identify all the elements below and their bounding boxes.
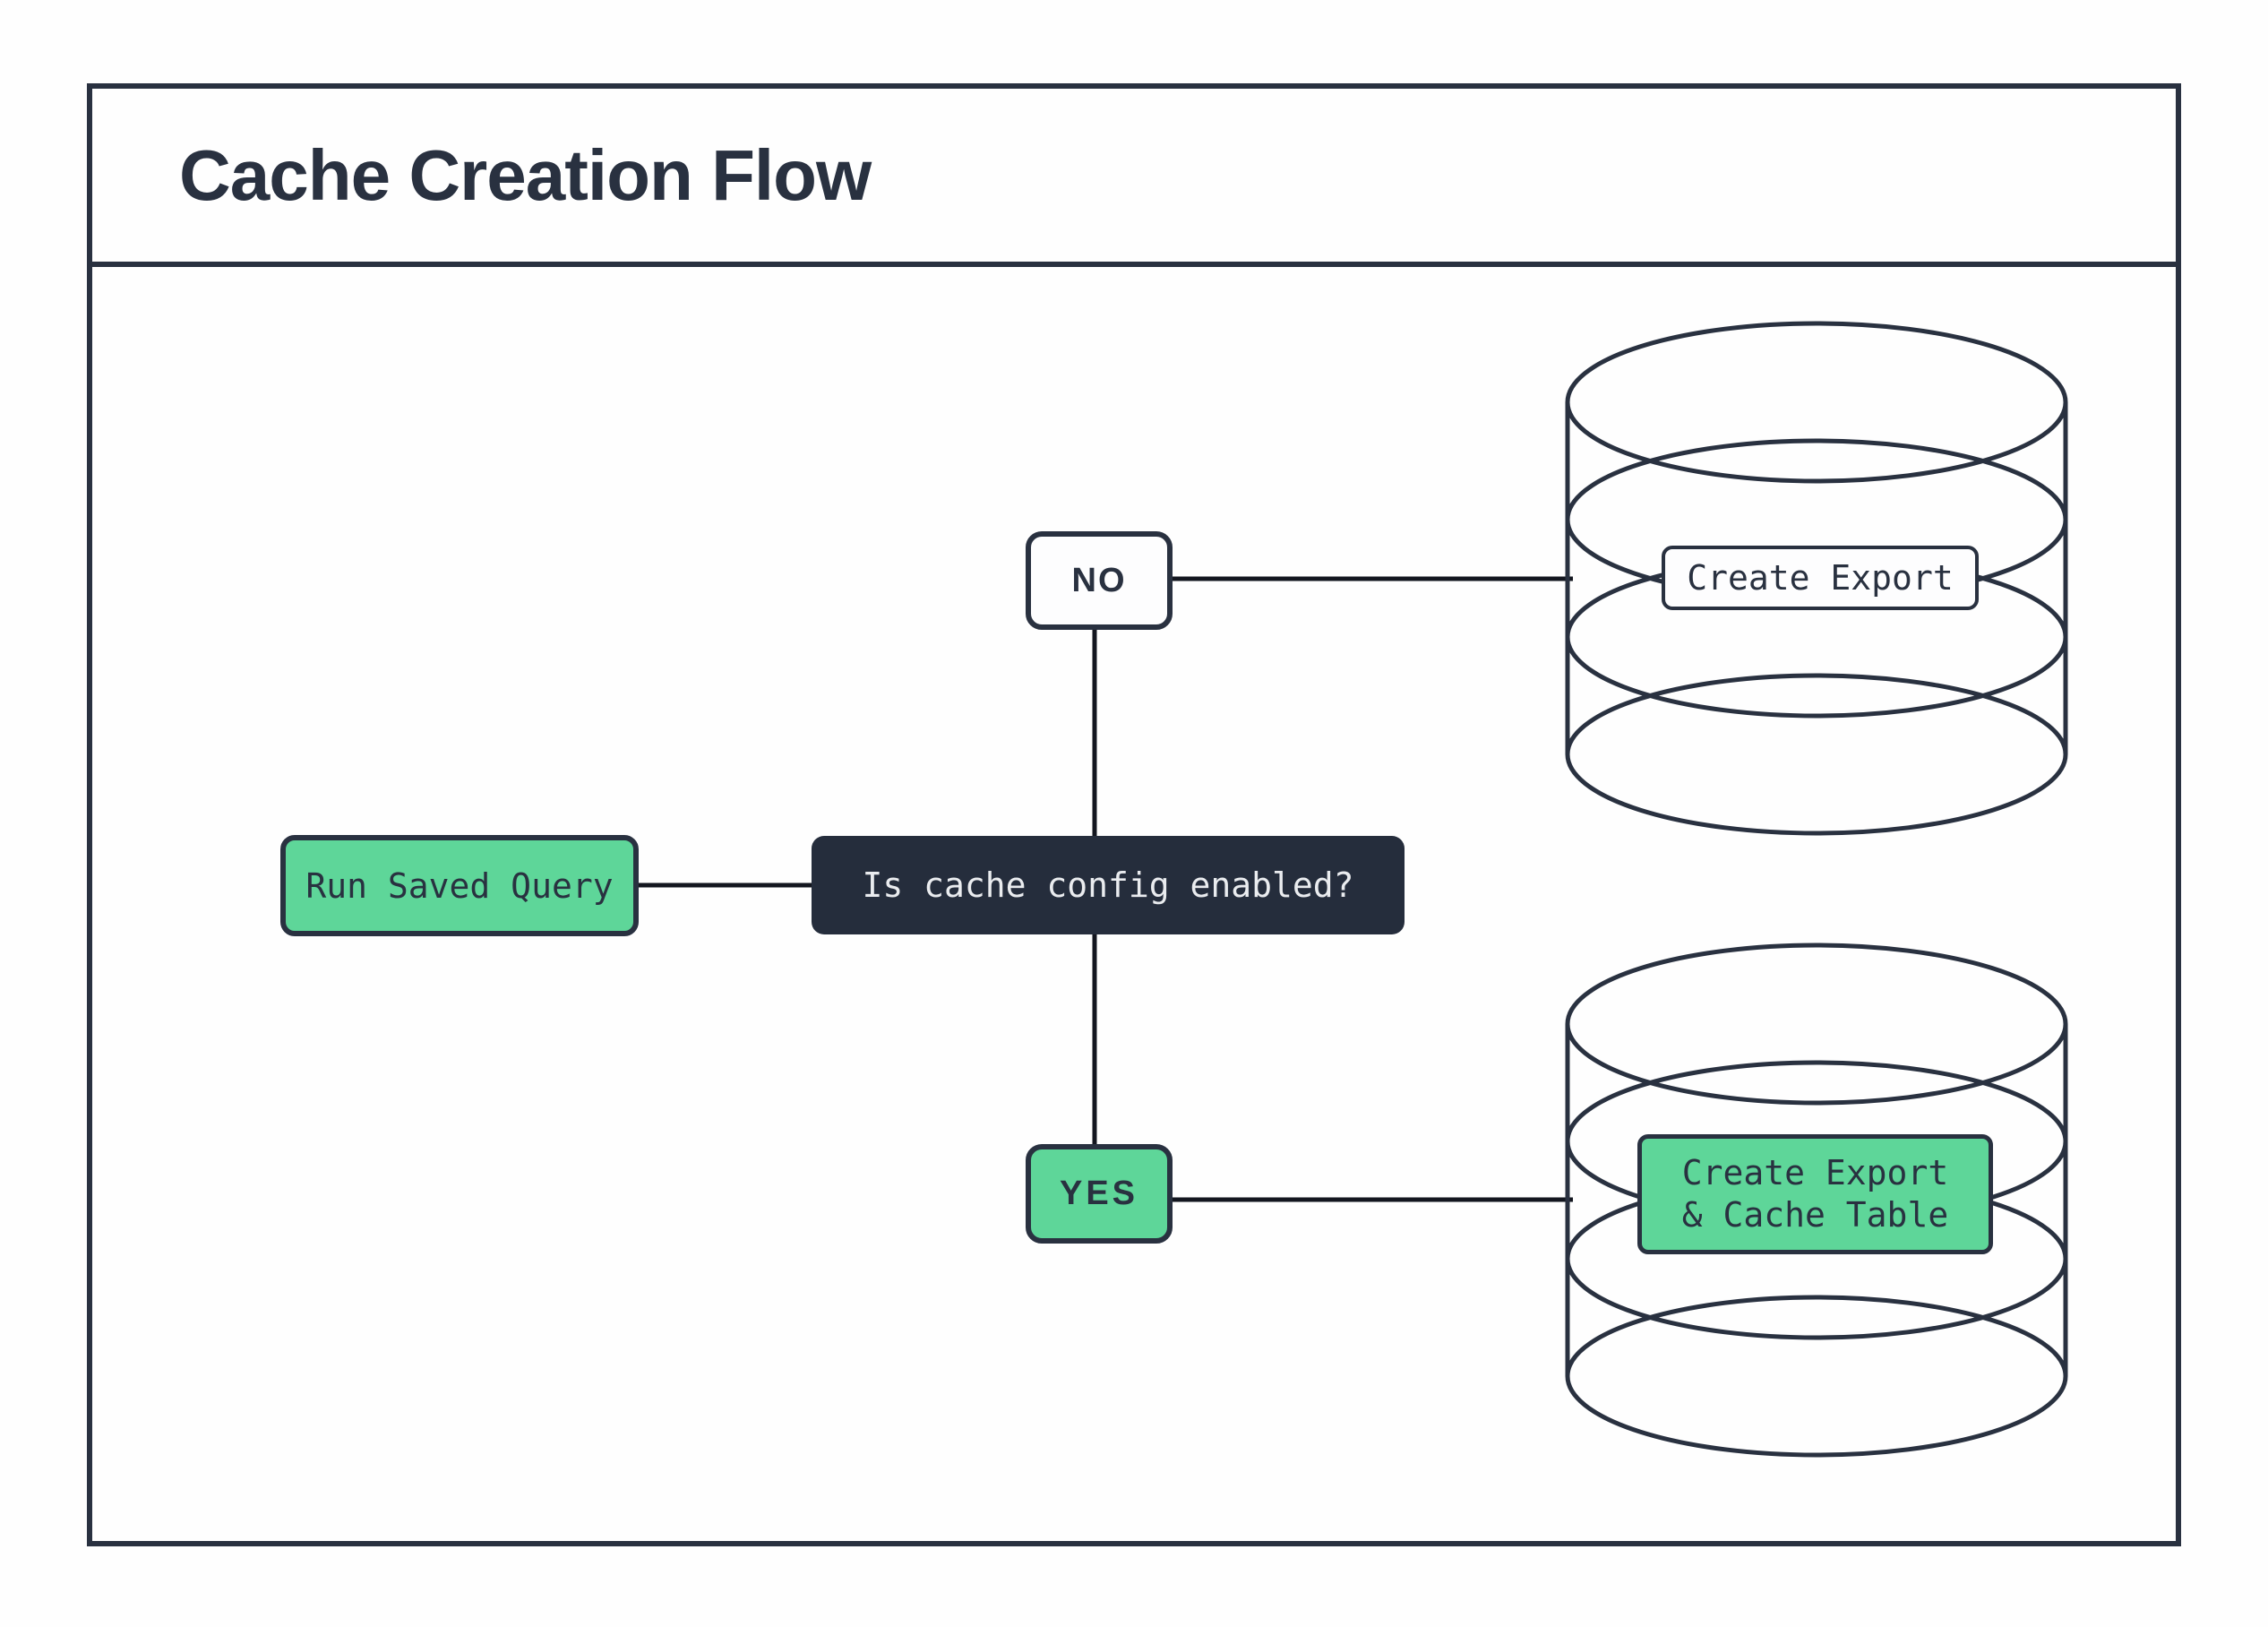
database-icon-top <box>1565 321 2068 836</box>
connector-lines <box>636 576 1573 1202</box>
diagram-frame: Cache Creation Flow <box>87 83 2181 1546</box>
node-create-export-cache-table: Create Export & Cache Table <box>1637 1134 1993 1254</box>
cylinder-disk <box>1565 321 2068 484</box>
page-title: Cache Creation Flow <box>179 134 872 215</box>
branch-yes-badge: YES <box>1026 1144 1173 1244</box>
node-run-saved-query: Run Saved Query <box>280 835 639 936</box>
node-create-export-cache-line2: & Cache Table <box>1681 1195 1949 1235</box>
node-create-export: Create Export <box>1662 546 1979 610</box>
cylinder-disk <box>1565 943 2068 1106</box>
node-create-export-label: Create Export <box>1687 558 1954 598</box>
cylinder-disk <box>1565 1295 2068 1458</box>
node-run-saved-query-label: Run Saved Query <box>305 865 614 906</box>
node-cache-config-question: Is cache config enabled? <box>812 836 1405 934</box>
branch-yes-label: YES <box>1059 1175 1139 1212</box>
node-create-export-cache-line1: Create Export <box>1681 1153 1949 1192</box>
diagram-header: Cache Creation Flow <box>92 89 2176 267</box>
node-cache-config-question-label: Is cache config enabled? <box>862 865 1354 905</box>
branch-no-badge: NO <box>1026 531 1173 630</box>
branch-no-label: NO <box>1071 561 1127 599</box>
cylinder-disk <box>1565 673 2068 836</box>
